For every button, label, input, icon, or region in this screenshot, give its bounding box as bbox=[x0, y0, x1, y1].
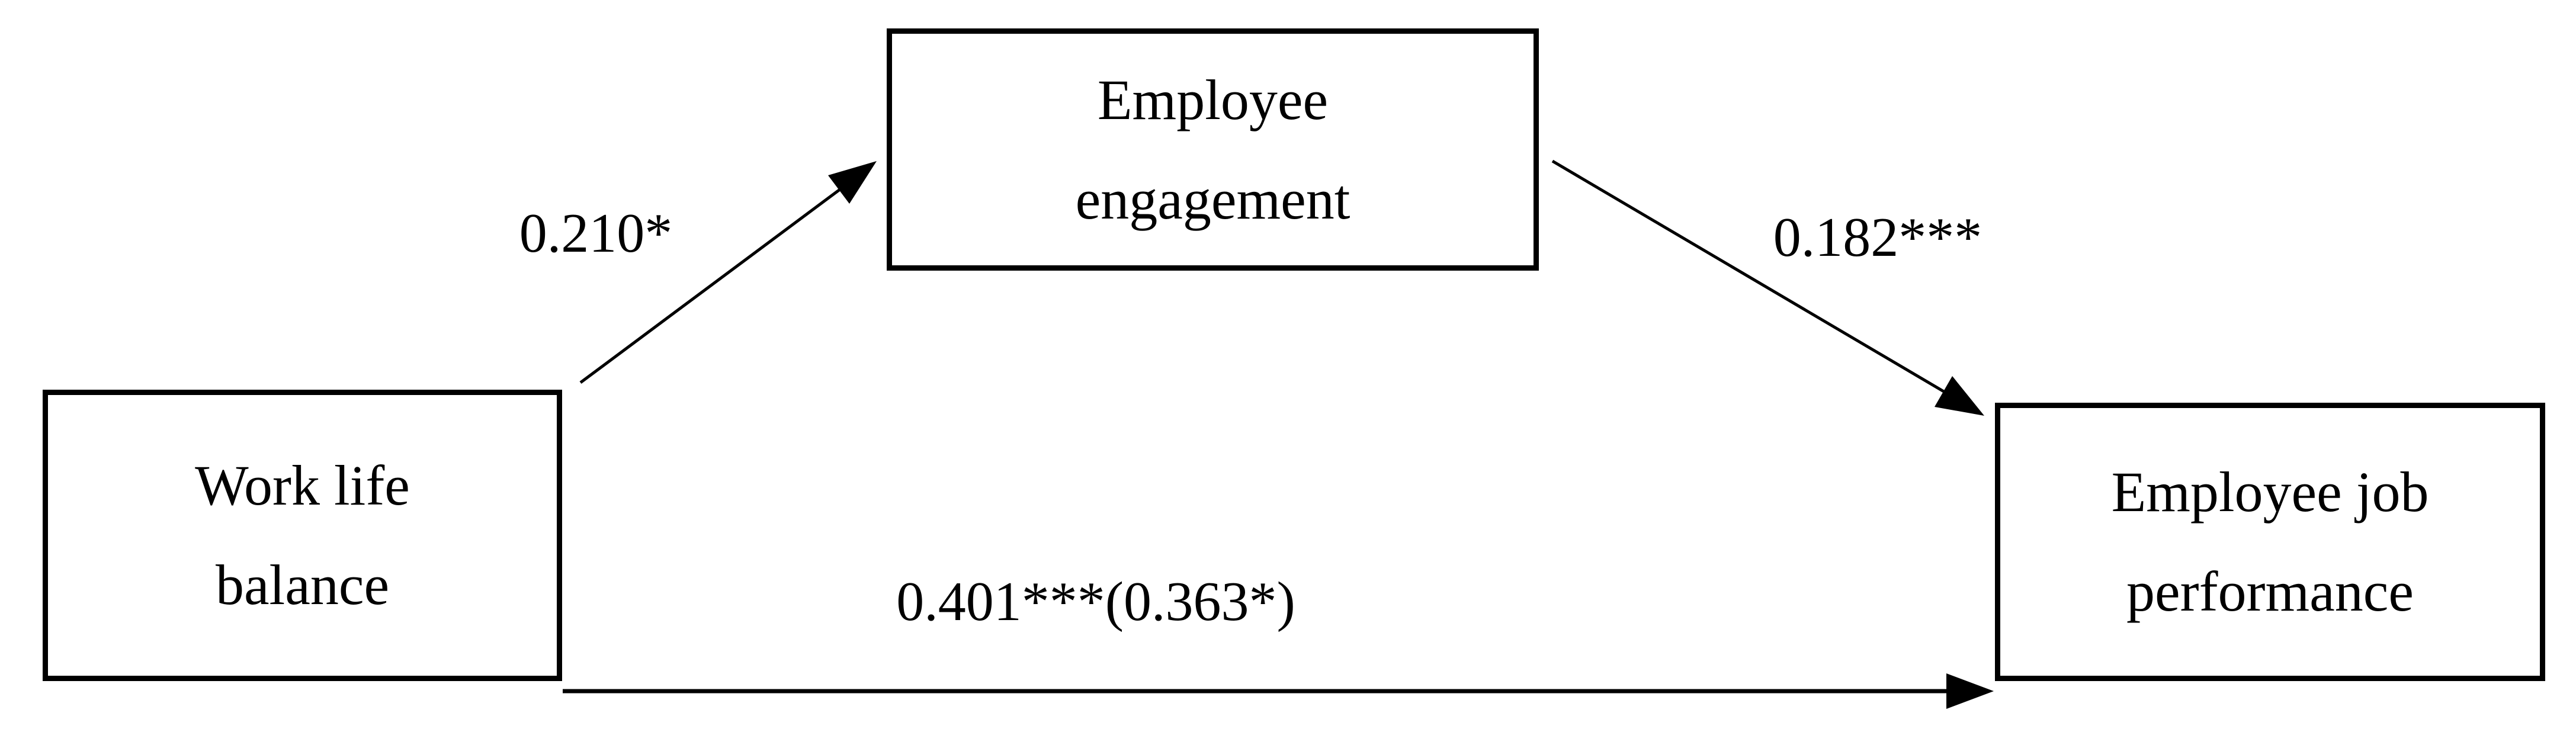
path-a-arrowhead-icon bbox=[828, 161, 877, 204]
path-b-arrow bbox=[1551, 159, 1984, 416]
path-a-arrow bbox=[579, 161, 877, 384]
path-a-coefficient-label: 0.210* bbox=[519, 203, 673, 264]
employee-job-performance-box: Employee job performance bbox=[1995, 403, 2545, 681]
path-c-coefficient-label: 0.401***(0.363*) bbox=[896, 571, 1295, 633]
employee-engagement-label-line1: Employee bbox=[1097, 68, 1329, 131]
path-b-coefficient-label: 0.182*** bbox=[1773, 207, 1982, 268]
path-b-line bbox=[1551, 159, 1950, 396]
path-a-line bbox=[579, 181, 851, 384]
path-b-arrowhead-icon bbox=[1935, 376, 1984, 416]
path-c-arrow bbox=[563, 673, 1994, 709]
work-life-balance-label-line1: Work life bbox=[195, 454, 410, 517]
employee-job-performance-label-line1: Employee job bbox=[2111, 460, 2429, 524]
employee-job-performance-label-line2: performance bbox=[2126, 560, 2414, 623]
work-life-balance-box: Work life balance bbox=[43, 390, 562, 681]
work-life-balance-label-line2: balance bbox=[215, 553, 390, 617]
path-c-arrowhead-icon bbox=[1946, 673, 1994, 709]
employee-engagement-box: Employee engagement bbox=[887, 28, 1539, 271]
employee-engagement-label-line2: engagement bbox=[1075, 167, 1350, 231]
